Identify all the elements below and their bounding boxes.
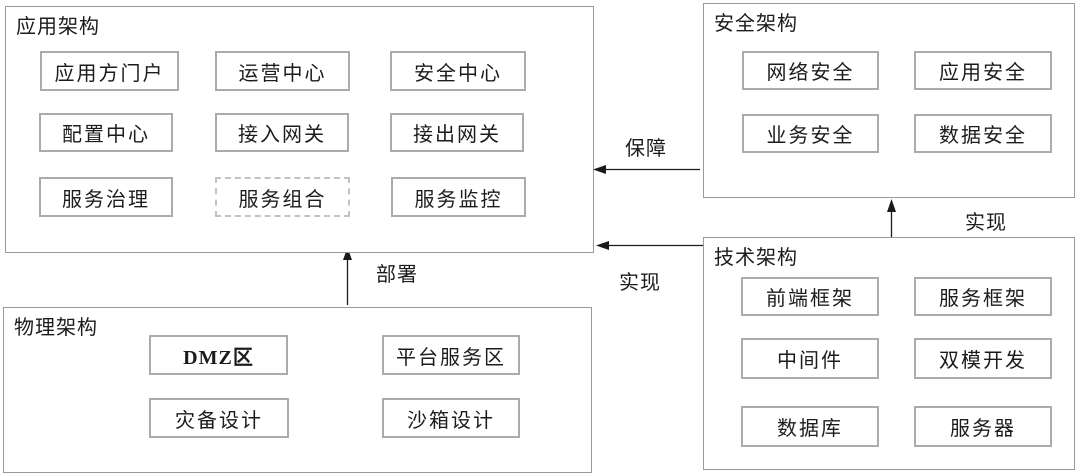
node-server: 服务器 bbox=[914, 406, 1052, 447]
node-inbound-gateway: 接入网关 bbox=[215, 113, 349, 152]
node-config-center: 配置中心 bbox=[39, 113, 173, 152]
node-data-security: 数据安全 bbox=[914, 114, 1052, 153]
node-service-governance: 服务治理 bbox=[39, 177, 173, 217]
node-database: 数据库 bbox=[741, 406, 879, 447]
node-middleware: 中间件 bbox=[741, 338, 879, 379]
node-security-center: 安全中心 bbox=[390, 51, 526, 91]
node-business-security: 业务安全 bbox=[742, 114, 879, 153]
panel-security-title: 安全架构 bbox=[714, 13, 798, 35]
panel-app-title: 应用架构 bbox=[16, 16, 100, 38]
node-service-composition: 服务组合 bbox=[215, 177, 350, 217]
arrow-label-guarantee: 保障 bbox=[625, 138, 667, 160]
arrow-realize-security bbox=[887, 199, 896, 237]
node-sandbox-design: 沙箱设计 bbox=[382, 398, 520, 438]
node-app-portal: 应用方门户 bbox=[40, 51, 179, 91]
panel-physical-architecture: 物理架构 bbox=[3, 307, 592, 473]
panel-tech-title: 技术架构 bbox=[714, 247, 798, 269]
arrow-label-realize-security: 实现 bbox=[965, 212, 1007, 234]
node-dmz-zone: DMZ区 bbox=[149, 335, 288, 375]
arrow-label-deploy: 部署 bbox=[376, 264, 418, 286]
node-outbound-gateway: 接出网关 bbox=[390, 113, 524, 152]
node-operation-center: 运营中心 bbox=[215, 51, 350, 91]
arrow-guarantee bbox=[593, 165, 700, 174]
arrow-label-realize-app: 实现 bbox=[619, 272, 661, 294]
node-platform-service-zone: 平台服务区 bbox=[382, 335, 520, 375]
node-frontend-framework: 前端框架 bbox=[741, 277, 879, 316]
node-application-security: 应用安全 bbox=[914, 51, 1052, 90]
node-service-framework: 服务框架 bbox=[914, 277, 1052, 316]
arrow-deploy bbox=[343, 247, 352, 305]
panel-security-architecture: 安全架构 bbox=[703, 3, 1075, 198]
panel-physical-title: 物理架构 bbox=[14, 317, 98, 339]
node-service-monitoring: 服务监控 bbox=[391, 177, 526, 217]
node-disaster-recovery-design: 灾备设计 bbox=[149, 398, 289, 438]
node-network-security: 网络安全 bbox=[742, 51, 879, 90]
node-dual-mode-dev: 双模开发 bbox=[914, 338, 1052, 379]
arrow-realize-app bbox=[596, 241, 703, 250]
